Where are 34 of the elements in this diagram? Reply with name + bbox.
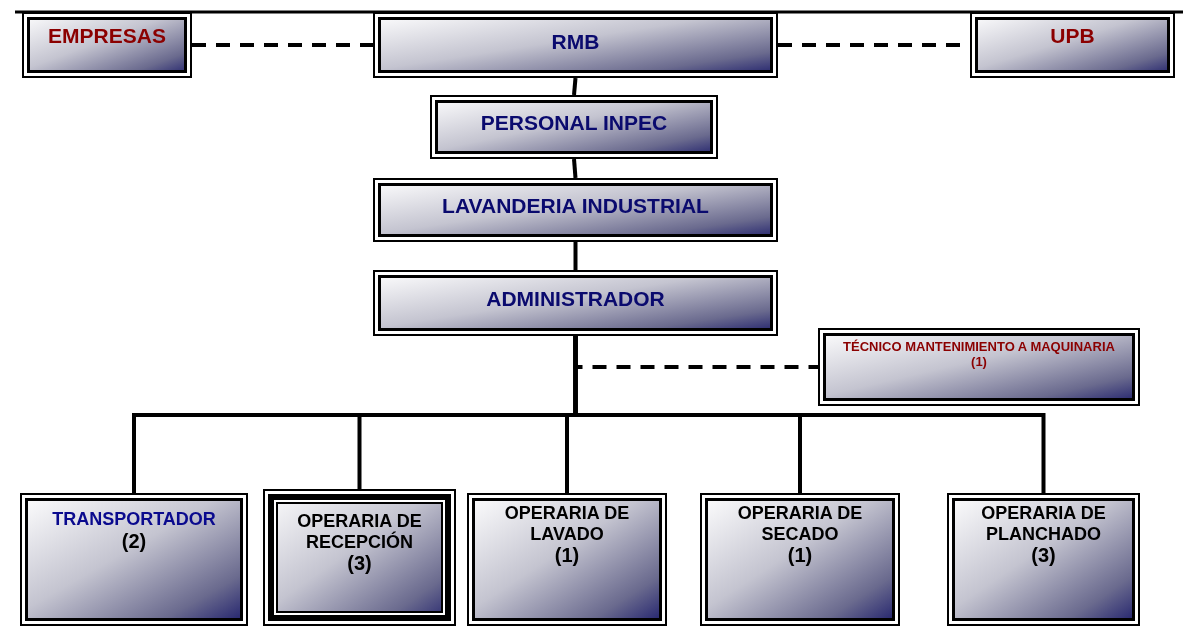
staff-count: (1)	[787, 544, 813, 568]
org-chart-box	[818, 328, 1140, 406]
org-chart-box	[467, 493, 667, 626]
position-title: OPERARIA DE PLANCHADO	[980, 503, 1107, 545]
staff-count: (2)	[121, 529, 147, 553]
connector-line	[572, 77, 578, 96]
position-title: LAVANDERIA INDUSTRIAL	[442, 194, 709, 219]
position-title: OPERARIA DE RECEPCIÓN	[296, 511, 423, 553]
position-title: OPERARIA DE LAVADO	[503, 503, 631, 545]
position-title: ADMINISTRADOR	[486, 287, 665, 312]
position-title: UPB	[1050, 24, 1095, 49]
dashed-connector	[192, 43, 373, 47]
org-chart-box	[947, 493, 1140, 626]
staff-count: (1)	[971, 354, 987, 370]
position-title: PERSONAL INPEC	[480, 111, 668, 136]
org-chart-box	[970, 12, 1175, 78]
position-title: EMPRESAS	[48, 24, 166, 49]
org-chart-box	[373, 270, 778, 336]
position-title: TRANSPORTADOR	[52, 509, 216, 530]
org-chart-box	[373, 178, 778, 242]
org-chart-box	[430, 95, 718, 159]
staff-count: (3)	[1031, 544, 1056, 568]
org-chart-box	[22, 12, 192, 78]
org-chart-box	[373, 12, 778, 78]
org-chart-box	[700, 493, 900, 626]
position-title: OPERARIA DE SECADO	[736, 503, 864, 545]
position-title: RMB	[551, 30, 600, 55]
staff-count: (3)	[347, 552, 372, 576]
org-chart-box	[263, 489, 456, 626]
position-title: TÉCNICO MANTENIMIENTO A MAQUINARIA	[843, 340, 1115, 355]
org-chart-box	[20, 493, 248, 626]
connector-line	[573, 242, 578, 270]
connector-line	[572, 158, 578, 179]
staff-count: (1)	[554, 544, 580, 568]
